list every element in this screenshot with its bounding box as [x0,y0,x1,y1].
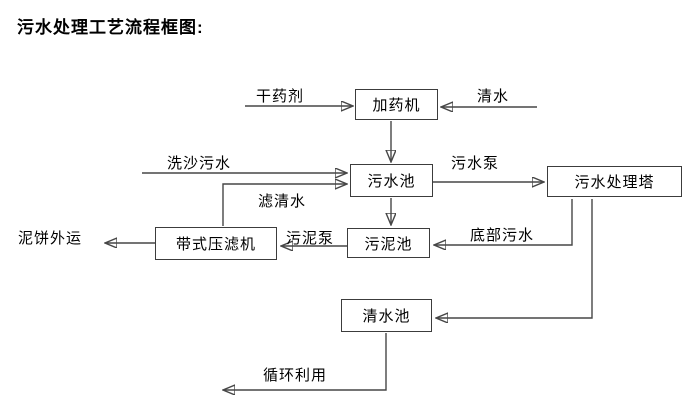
node-sewage-pool-label: 污水池 [367,173,416,190]
edge-recycle-arrow [224,333,387,390]
node-sewage-pool: 污水池 [350,164,433,197]
edge-bottom-sewage-arrow [435,199,573,245]
edge-label-recycle: 循环利用 [263,367,328,384]
node-sludge-pool-label: 污泥池 [364,235,413,253]
node-treatment-tower-label: 污水处理塔 [574,174,655,191]
node-treatment-tower: 污水处理塔 [547,166,682,197]
edge-label-sewage-pump: 污水泵 [451,155,500,172]
edge-label-dry-agent: 干药剂 [256,88,305,105]
edge-label-bottom-sewage: 底部污水 [470,227,535,244]
edge-label-clean-water: 清水 [477,88,510,105]
node-clean-water-pool: 清水池 [341,299,432,332]
edge-filtered-water-arrow [222,184,346,226]
edge-label-filtered-water: 滤清水 [258,193,307,210]
page-title: 污水处理工艺流程框图: [17,18,204,37]
node-sludge-pool: 污泥池 [347,228,430,258]
edge-label-sand-wash-sewage: 洗沙污水 [167,155,232,172]
node-dosing-machine: 加药机 [355,89,438,120]
edge-label-sludge-pump: 污泥泵 [286,230,335,247]
node-belt-filter-press-label: 带式压滤机 [175,236,256,253]
edge-label-mud-cake-out: 泥饼外运 [18,230,83,247]
node-dosing-machine-label: 加药机 [372,97,421,114]
node-clean-water-pool-label: 清水池 [362,308,411,325]
node-belt-filter-press: 带式压滤机 [155,227,277,260]
edge-tower-to-clean-pool-arrow [437,199,593,318]
